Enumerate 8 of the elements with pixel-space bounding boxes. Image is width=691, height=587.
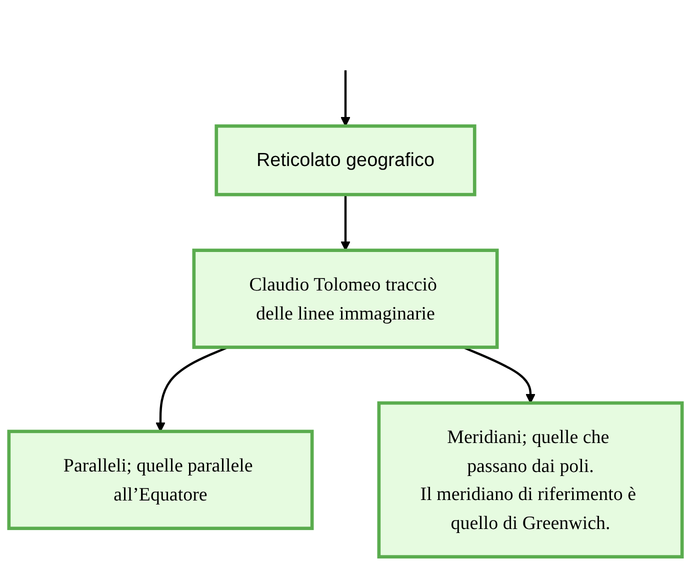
arrow [462,346,536,404]
node-box: Meridiani; quelle che passano dai poli. Il meridiano di riferimento è quello di Greenwich. [377,401,684,558]
node-box: Reticolato geografico [214,124,476,196]
arrow [156,346,228,432]
arrow [340,194,350,251]
node-box: Claudio Tolomeo tracciò delle linee immaginarie [192,248,499,349]
arrow [340,70,350,126]
node-box: Paralleli; quelle parallele all’Equatore [7,430,314,530]
